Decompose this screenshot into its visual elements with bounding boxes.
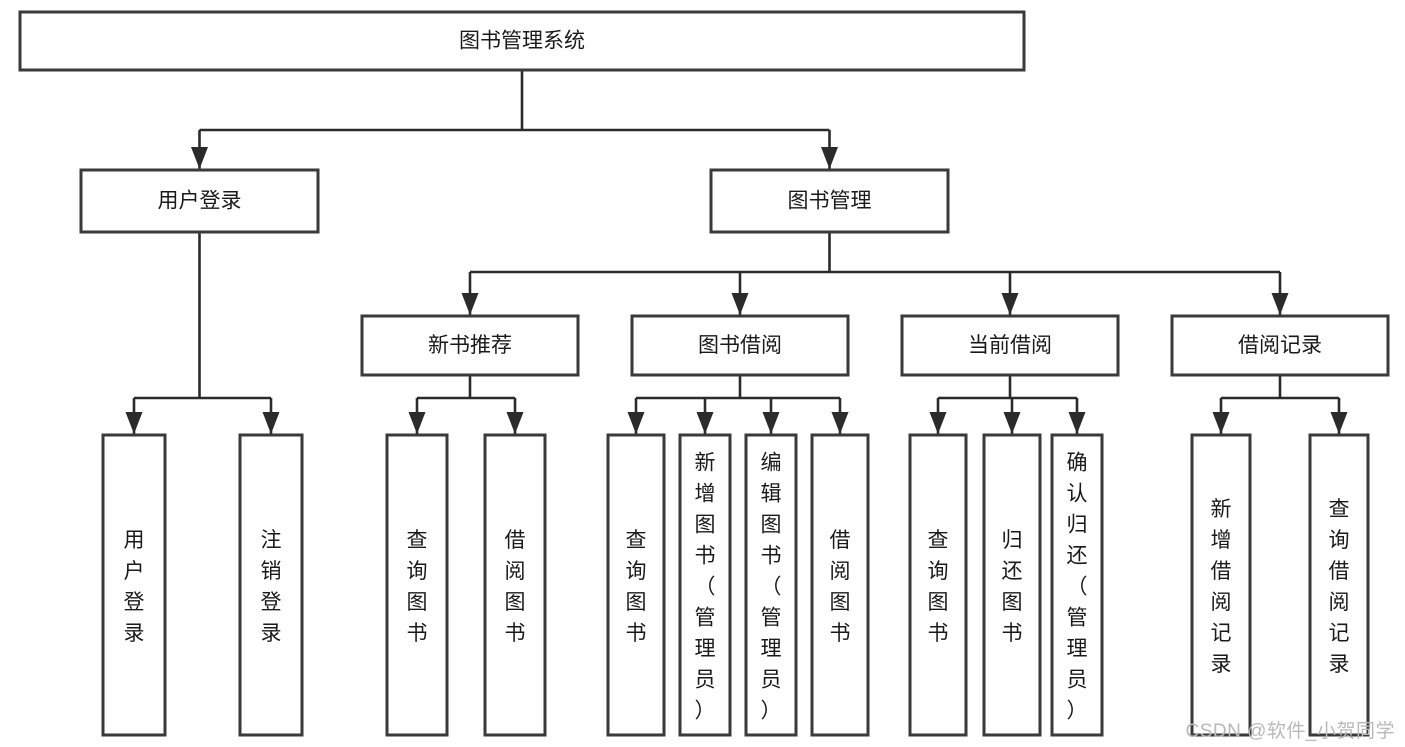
node-box-leaf-query-book-cur [908, 433, 968, 737]
node-new-book-rec[interactable]: 新书推荐 [360, 314, 580, 377]
node-label-leaf-user-login: 用户登录 [124, 529, 145, 645]
node-label-leaf-query-book-cur: 查询图书 [928, 529, 949, 645]
node-box-book-manage [709, 168, 950, 234]
node-leaf-add-book[interactable]: 新增图书（管理员） [678, 433, 732, 737]
node-label-leaf-query-record: 查询借阅记录 [1329, 498, 1350, 676]
node-label-leaf-add-record: 新增借阅记录 [1211, 498, 1232, 676]
arrowhead-to-leaf-borrow-book-rec [506, 412, 524, 434]
arrowhead-to-leaf-add-book [696, 412, 714, 434]
node-label-book-manage: 图书管理 [788, 190, 872, 213]
node-label-leaf-user-logout: 注销登录 [261, 529, 282, 645]
node-label-current-borrow: 当前借阅 [968, 334, 1052, 357]
arrowhead-to-leaf-query-book-rec [408, 412, 426, 434]
node-borrow-record[interactable]: 借阅记录 [1170, 314, 1390, 377]
node-label-new-book-rec: 新书推荐 [428, 334, 512, 357]
node-leaf-confirm-return[interactable]: 确认归还（管理员） [1050, 433, 1104, 737]
node-box-leaf-borrow-book [810, 433, 870, 737]
node-leaf-user-login[interactable]: 用户登录 [101, 433, 167, 737]
node-box-leaf-query-book-borrow [606, 433, 666, 737]
arrowhead-to-new-book-rec [461, 293, 479, 315]
node-root[interactable]: 图书管理系统 [18, 10, 1026, 72]
connectors-layer [125, 70, 1348, 434]
arrowhead-to-leaf-query-book-borrow [627, 412, 645, 434]
node-label-user-login: 用户登录 [158, 190, 242, 213]
node-box-leaf-query-record [1308, 433, 1370, 737]
node-book-borrow[interactable]: 图书借阅 [630, 314, 850, 377]
node-box-leaf-user-logout [238, 433, 304, 737]
arrowhead-to-leaf-edit-book [762, 412, 780, 434]
node-current-borrow[interactable]: 当前借阅 [900, 314, 1120, 377]
arrowhead-to-leaf-user-login [125, 412, 143, 434]
node-leaf-user-logout[interactable]: 注销登录 [238, 433, 304, 737]
node-leaf-add-record[interactable]: 新增借阅记录 [1190, 433, 1252, 737]
node-leaf-edit-book[interactable]: 编辑图书（管理员） [744, 433, 798, 737]
node-leaf-return-book[interactable]: 归还图书 [982, 433, 1042, 737]
node-label-leaf-query-book-rec: 查询图书 [407, 529, 428, 645]
node-box-new-book-rec [360, 314, 580, 377]
nodes-layer: 图书管理系统用户登录图书管理新书推荐图书借阅当前借阅借阅记录用户登录注销登录查询… [18, 10, 1390, 737]
node-label-leaf-borrow-book-rec: 借阅图书 [505, 529, 526, 645]
node-box-leaf-add-record [1190, 433, 1252, 737]
node-leaf-query-record[interactable]: 查询借阅记录 [1308, 433, 1370, 737]
node-box-leaf-edit-book [744, 433, 798, 737]
node-box-root [18, 10, 1026, 72]
node-box-current-borrow [900, 314, 1120, 377]
node-box-leaf-return-book [982, 433, 1042, 737]
arrowhead-to-leaf-confirm-return [1068, 412, 1086, 434]
node-label-leaf-edit-book: 编辑图书（管理员） [761, 452, 782, 723]
arrowhead-to-user-login [191, 147, 208, 169]
node-user-login[interactable]: 用户登录 [79, 168, 320, 234]
node-leaf-query-book-borrow[interactable]: 查询图书 [606, 433, 666, 737]
node-box-leaf-add-book [678, 433, 732, 737]
arrowhead-to-leaf-add-record [1212, 412, 1230, 434]
node-label-book-borrow: 图书借阅 [698, 334, 782, 357]
node-leaf-borrow-book[interactable]: 借阅图书 [810, 433, 870, 737]
node-box-leaf-borrow-book-rec [483, 433, 547, 737]
node-box-borrow-record [1170, 314, 1390, 377]
node-box-leaf-user-login [101, 433, 167, 737]
node-label-leaf-add-book: 新增图书（管理员） [695, 452, 716, 723]
node-box-user-login [79, 168, 320, 234]
node-label-root: 图书管理系统 [459, 30, 585, 53]
node-box-leaf-query-book-rec [385, 433, 449, 737]
node-label-leaf-confirm-return: 确认归还（管理员） [1067, 452, 1088, 723]
node-label-leaf-return-book: 归还图书 [1002, 529, 1023, 645]
arrowhead-to-borrow-record [1271, 293, 1289, 315]
node-leaf-query-book-cur[interactable]: 查询图书 [908, 433, 968, 737]
node-leaf-borrow-book-rec[interactable]: 借阅图书 [483, 433, 547, 737]
node-box-book-borrow [630, 314, 850, 377]
node-book-manage[interactable]: 图书管理 [709, 168, 950, 234]
arrowhead-to-leaf-borrow-book [831, 412, 849, 434]
arrowhead-to-leaf-user-logout [262, 412, 280, 434]
node-box-leaf-confirm-return [1050, 433, 1104, 737]
node-label-borrow-record: 借阅记录 [1238, 334, 1322, 357]
node-leaf-query-book-rec[interactable]: 查询图书 [385, 433, 449, 737]
arrowhead-to-book-borrow [731, 293, 749, 315]
node-label-leaf-borrow-book: 借阅图书 [830, 529, 851, 645]
arrowhead-to-leaf-query-record [1330, 412, 1348, 434]
arrowhead-to-book-manage [821, 147, 838, 169]
arrowhead-to-current-borrow [1001, 293, 1019, 315]
node-label-leaf-query-book-borrow: 查询图书 [626, 529, 647, 645]
arrowhead-to-leaf-return-book [1003, 412, 1021, 434]
arrowhead-to-leaf-query-book-cur [929, 412, 947, 434]
